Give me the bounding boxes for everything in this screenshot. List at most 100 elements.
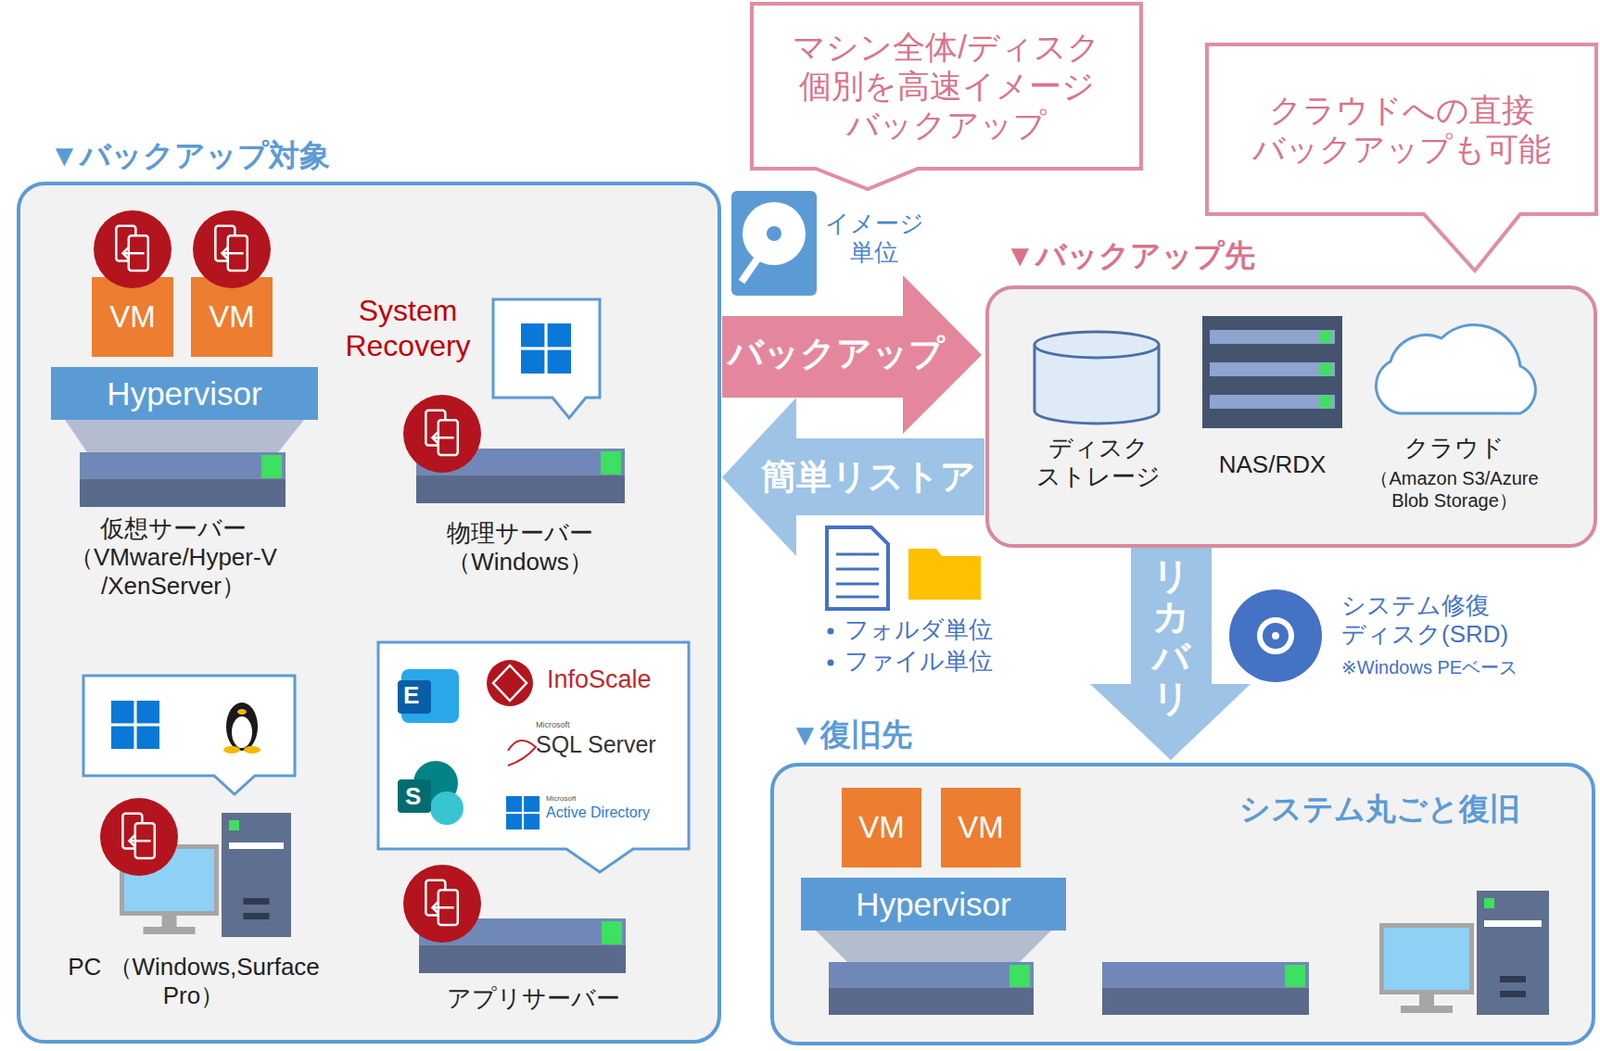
speech-bubble (378, 642, 689, 873)
sql-swoosh (507, 740, 536, 766)
node-text: SQL Server (535, 730, 657, 759)
callout-box (751, 3, 1142, 190)
node-text: Active Directory (546, 803, 650, 822)
image-icon (741, 257, 759, 282)
node-text: Microsoft (535, 720, 571, 731)
disk-storage (1034, 331, 1159, 358)
nas-led (1320, 395, 1333, 408)
node-text: VM (940, 809, 1021, 847)
diagram-node: ディスク ストレージ (1019, 305, 1178, 543)
windows-logo (137, 700, 160, 724)
caption-label: システム修復 ディスク(SRD) (1341, 591, 1541, 649)
server-top (828, 962, 1034, 988)
node-shape (1195, 305, 1349, 543)
tower-slot (243, 898, 270, 905)
tower (1476, 890, 1550, 1016)
windows-logo (111, 700, 134, 724)
node-text: クラウドへの直接 バックアップも可能 (1216, 90, 1588, 169)
exchange-icon (397, 680, 432, 714)
tower-slot (1499, 976, 1526, 983)
node-text: 簡単リストア (761, 456, 977, 499)
vm-box (841, 787, 922, 868)
server-bottom (419, 944, 626, 974)
windows-logo (547, 350, 572, 374)
caption-label: フォルダ単位 (844, 615, 993, 645)
diagram-node: マシン全体/ディスク 個別を高速イメージ バックアップ (751, 3, 1142, 169)
node-shape-group (800, 877, 1067, 931)
vm-box (940, 787, 1021, 868)
windows-logo (506, 813, 522, 830)
monitor-base (1400, 1005, 1453, 1014)
srd-disc (1271, 632, 1280, 640)
document-line (836, 553, 879, 557)
server-bottom (79, 478, 286, 508)
agent-arrow (222, 247, 244, 260)
diagram-node: VM (91, 277, 174, 357)
monitor-stand (1419, 994, 1435, 1006)
linux-belly (231, 716, 253, 749)
agent-icon (93, 210, 172, 289)
image-icon (742, 202, 806, 266)
monitor-screen (1384, 927, 1470, 991)
node-text: リカバリ (1152, 555, 1190, 719)
panel-heading: ▼バックアップ対象 (49, 137, 331, 175)
caption-label: 物理サーバー （Windows） (418, 519, 623, 577)
diagram-node: クラウド（Amazon S3/Azure Blob Storage） (1348, 305, 1561, 543)
server-base (815, 930, 1052, 963)
sharepoint-icon (397, 779, 432, 813)
diagram-node: VM (841, 787, 922, 868)
image-icon (731, 190, 817, 296)
bullet (827, 660, 835, 667)
server-led (261, 455, 282, 479)
tower-led (228, 820, 240, 831)
node-shape-group (1202, 316, 1343, 429)
node-text: バックアップ (727, 332, 945, 376)
windows-logo (111, 726, 134, 750)
group-panel: ▼バックアップ先ディスク ストレージNAS/RDXクラウド（Amazon S3/… (985, 285, 1598, 548)
speech-bubble (493, 299, 600, 419)
agent-arrow (432, 901, 455, 915)
caption-label: 仮想サーバー （VMware/Hyper-V /XenServer） (48, 514, 299, 602)
nas-slot (1209, 362, 1335, 377)
node-shape-group (940, 787, 1021, 868)
srd-disc (1259, 620, 1292, 652)
caption-label: ※Windows PEベース (1341, 656, 1518, 679)
windows-logo (523, 796, 540, 813)
node-text: ディスク ストレージ (1019, 433, 1178, 492)
nas-led (1320, 363, 1333, 376)
node-shape-group (1206, 44, 1597, 271)
server-base (64, 419, 305, 453)
windows-logo (506, 796, 522, 813)
node-shape-group (378, 642, 689, 873)
node-text: VM (190, 298, 273, 336)
linux-foot (243, 746, 261, 754)
tower-slot (228, 842, 284, 850)
caption-label: PC （Windows,Surface Pro） (36, 952, 352, 1011)
node-text: システム丸ごと復旧 (1239, 790, 1521, 828)
nas-slot (1209, 394, 1335, 409)
caption-label: ファイル単位 (844, 647, 993, 676)
server-led (600, 451, 622, 475)
agent-circle (403, 864, 482, 943)
srd-disc (1229, 589, 1322, 683)
agent-arrow (129, 835, 152, 848)
folder-icon (908, 548, 981, 600)
diagram-node: 簡単リストア (722, 397, 985, 557)
diagram-node: リカバリ (1090, 547, 1251, 761)
tower-slot (243, 913, 270, 920)
diagram-node: InfoScaleMicrosoftSQL ServerMicrosoftAct… (378, 642, 689, 850)
node-text: VM (91, 298, 174, 336)
panel-heading: ▼バックアップ先 (1004, 237, 1256, 275)
node-shape-group (1034, 331, 1159, 424)
caption-label: アプリサーバー (431, 984, 635, 1014)
tower (221, 812, 292, 938)
agent-circle (93, 210, 172, 289)
vm-box (190, 277, 273, 357)
document-line (836, 583, 879, 586)
node-shape-group (1090, 547, 1251, 761)
monitor-base (143, 926, 196, 935)
node-shape (1206, 44, 1597, 215)
server-bottom (416, 474, 625, 504)
callout-box (1206, 44, 1597, 271)
